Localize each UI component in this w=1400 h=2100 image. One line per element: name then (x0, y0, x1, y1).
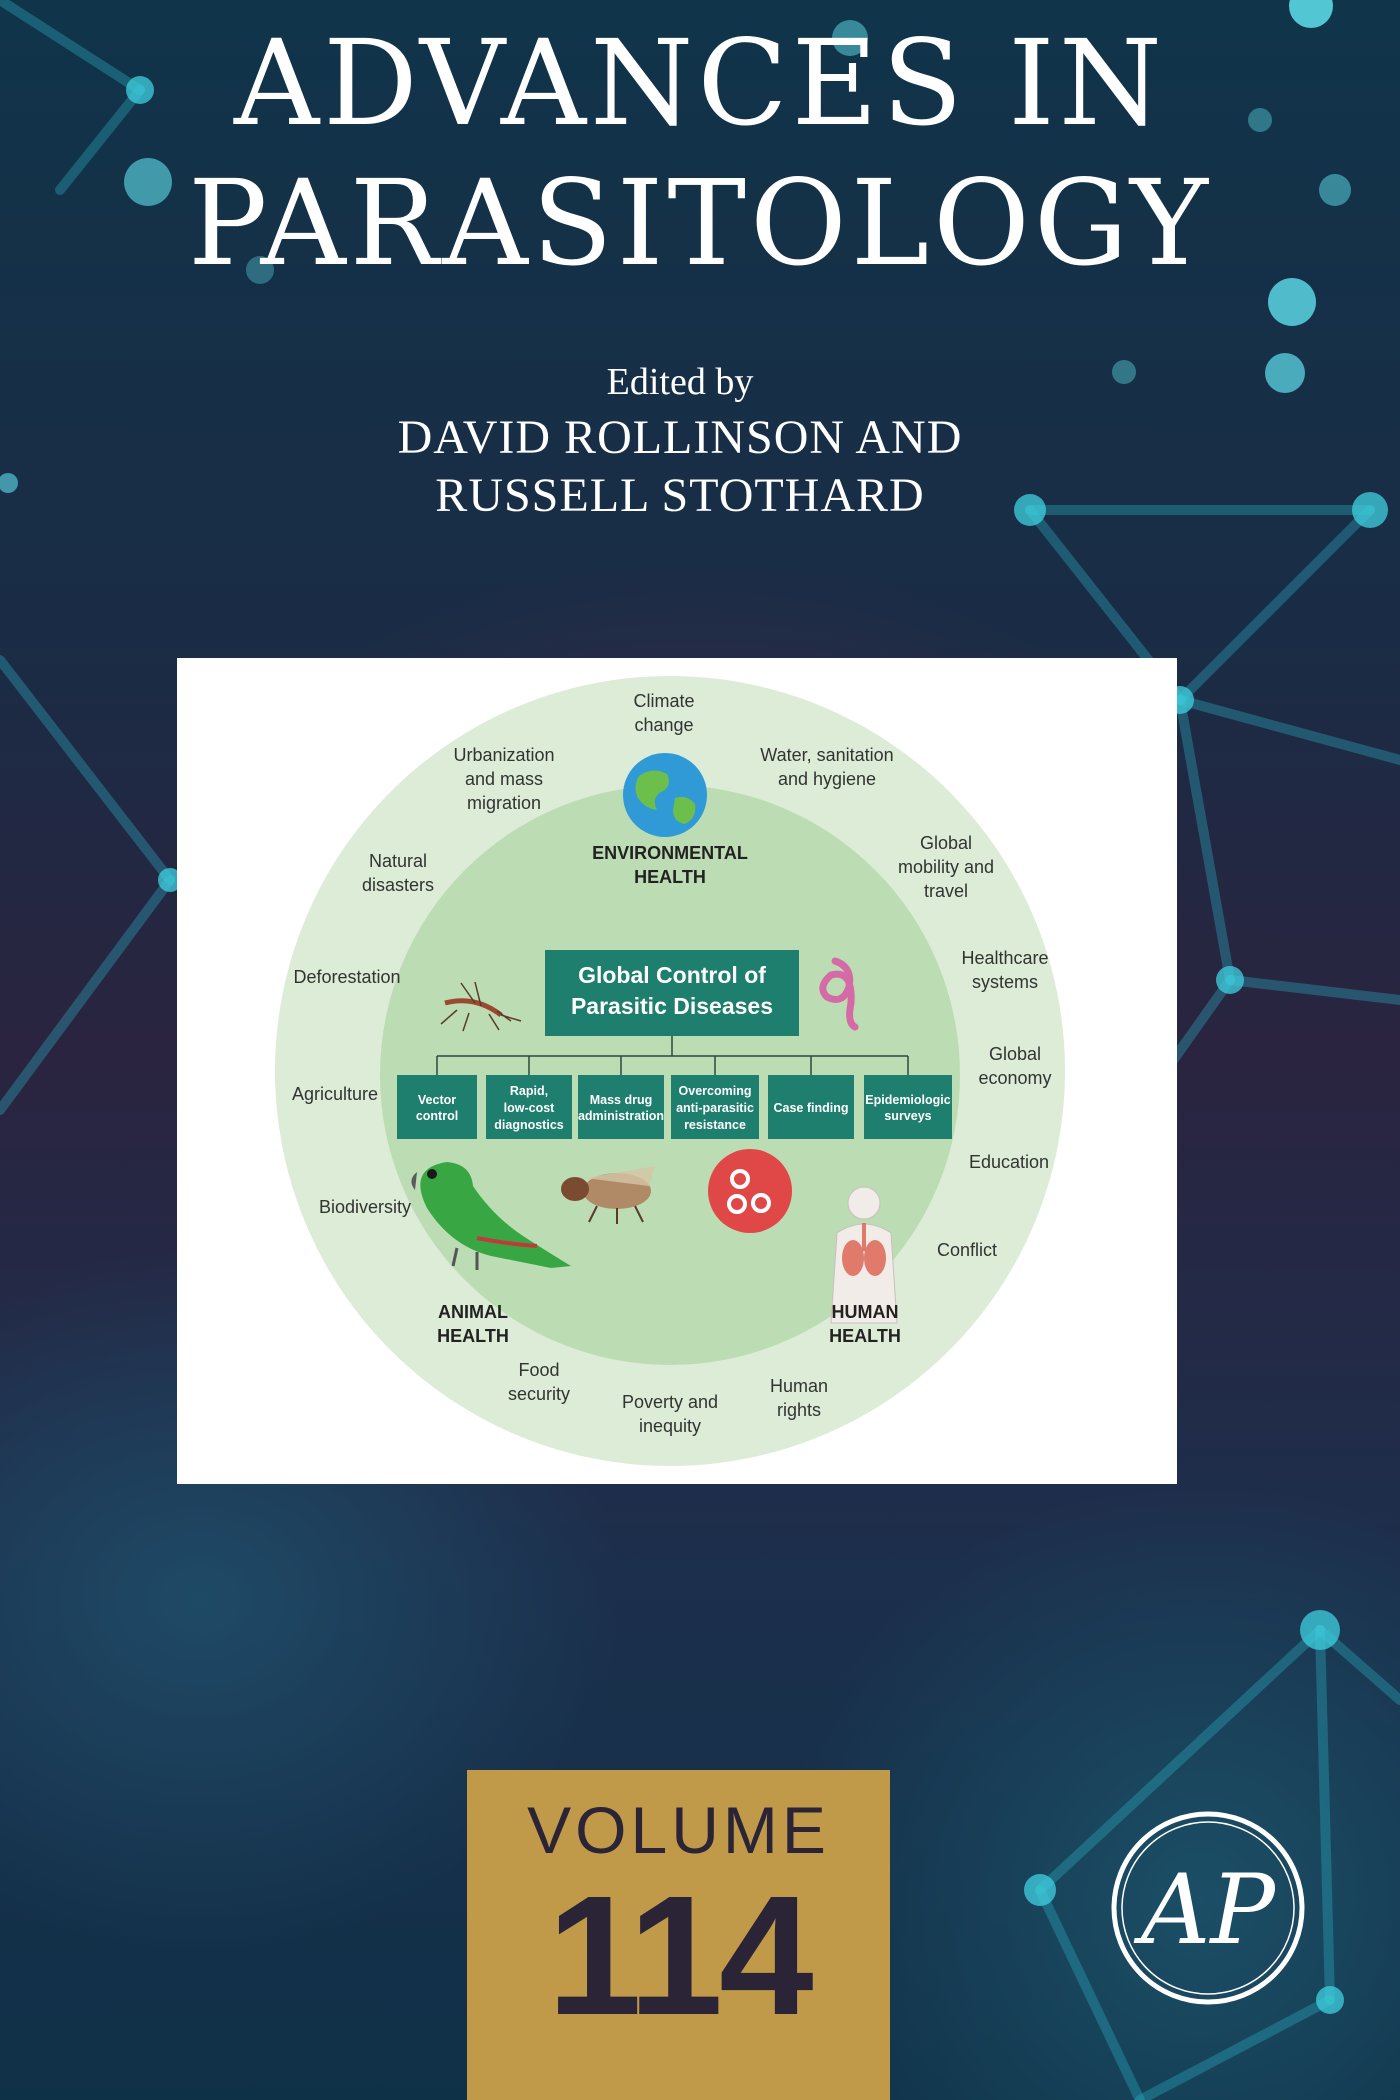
factor-food-1: Food (518, 1360, 559, 1380)
svg-text:anti-parasitic: anti-parasitic (676, 1101, 754, 1115)
parrot-icon (411, 1162, 571, 1270)
factor-climate-2: change (634, 715, 693, 735)
control-box-resistance: Overcoming anti-parasitic resistance (671, 1075, 759, 1139)
factor-education: Education (969, 1152, 1049, 1172)
editors-line2: RUSSELL STOTHARD (435, 469, 925, 522)
control-box-vector: Vector control (397, 1075, 477, 1139)
factor-healthcare-1: Healthcare (961, 948, 1048, 968)
center-title-line2: Parasitic Diseases (571, 993, 773, 1019)
control-box-diagnostics: Rapid, low-cost diagnostics (486, 1075, 572, 1139)
factor-biodiversity: Biodiversity (319, 1197, 411, 1217)
factor-poverty-1: Poverty and (622, 1392, 718, 1412)
control-box-surveys: Epidemiologic surveys (864, 1075, 952, 1139)
publisher-logo-text: AP (1133, 1854, 1276, 1966)
factor-conflict: Conflict (937, 1240, 997, 1260)
environmental-health-line1: ENVIRONMENTAL (592, 843, 748, 863)
factor-disasters-2: disasters (362, 875, 434, 895)
control-box-mass-drug: Mass drug administration (578, 1075, 664, 1139)
factor-rights-1: Human (770, 1376, 828, 1396)
factor-food-2: security (508, 1384, 570, 1404)
factor-urbanization-3: migration (467, 793, 541, 813)
svg-text:resistance: resistance (684, 1118, 746, 1132)
factor-disasters-1: Natural (369, 851, 427, 871)
cover-figure: Global Control of Parasitic Diseases Vec… (177, 658, 1177, 1484)
edited-by-label: Edited by (606, 361, 754, 403)
volume-number: 114 (547, 1861, 813, 2051)
factor-mobility-3: travel (924, 881, 968, 901)
parasite-cell-icon (708, 1149, 792, 1233)
svg-text:Rapid,: Rapid, (510, 1084, 548, 1098)
one-health-diagram: Global Control of Parasitic Diseases Vec… (275, 676, 1065, 1466)
factor-urbanization-1: Urbanization (453, 745, 554, 765)
tree-connectors (436, 1036, 909, 1075)
human-health-line1: HUMAN (832, 1302, 899, 1322)
editors-line1: DAVID ROLLINSON AND (397, 411, 963, 464)
factor-water-2: and hygiene (778, 769, 876, 789)
animal-health-line1: ANIMAL (438, 1302, 508, 1322)
volume-badge: VOLUME 114 (467, 1770, 890, 2100)
factor-climate-1: Climate (633, 691, 694, 711)
svg-text:low-cost: low-cost (504, 1101, 556, 1115)
environmental-health-line2: HEALTH (634, 867, 706, 887)
factor-economy-1: Global (989, 1044, 1041, 1064)
human-organs-icon (830, 1186, 898, 1324)
control-box-case-finding: Case finding (768, 1075, 854, 1139)
svg-text:Vector: Vector (418, 1093, 456, 1107)
factor-poverty-2: inequity (639, 1416, 701, 1436)
svg-text:control: control (416, 1109, 458, 1123)
factor-economy-2: economy (978, 1068, 1051, 1088)
svg-text:Epidemiologic: Epidemiologic (865, 1093, 950, 1107)
factor-agriculture: Agriculture (292, 1084, 378, 1104)
worm-icon (819, 957, 859, 1031)
inner-circle (380, 785, 960, 1365)
factor-deforestation: Deforestation (293, 967, 400, 987)
svg-text:diagnostics: diagnostics (494, 1118, 564, 1132)
mosquito-icon (440, 981, 522, 1032)
factor-mobility-2: mobility and (898, 857, 994, 877)
center-title-box (545, 950, 799, 1036)
globe-icon (623, 753, 707, 837)
volume-label: VOLUME (527, 1793, 830, 1867)
factor-rights-2: rights (777, 1400, 821, 1420)
svg-text:administration: administration (578, 1109, 664, 1123)
human-health-line2: HEALTH (829, 1326, 901, 1346)
animal-health-line2: HEALTH (437, 1326, 509, 1346)
svg-text:Case finding: Case finding (773, 1101, 848, 1115)
publisher-logo: AP (1111, 1811, 1305, 2005)
series-title-line2: PARASITOLOGY (188, 154, 1212, 292)
factor-healthcare-2: systems (972, 972, 1038, 992)
svg-text:surveys: surveys (884, 1109, 931, 1123)
tsetse-fly-icon (561, 1166, 655, 1224)
factor-water-1: Water, sanitation (760, 745, 893, 765)
factor-urbanization-2: and mass (465, 769, 543, 789)
svg-text:Mass drug: Mass drug (590, 1093, 653, 1107)
center-title-line1: Global Control of (578, 962, 766, 988)
series-title-line1: ADVANCES IN (233, 14, 1167, 152)
factor-mobility-1: Global (920, 833, 972, 853)
svg-text:Overcoming: Overcoming (679, 1084, 752, 1098)
